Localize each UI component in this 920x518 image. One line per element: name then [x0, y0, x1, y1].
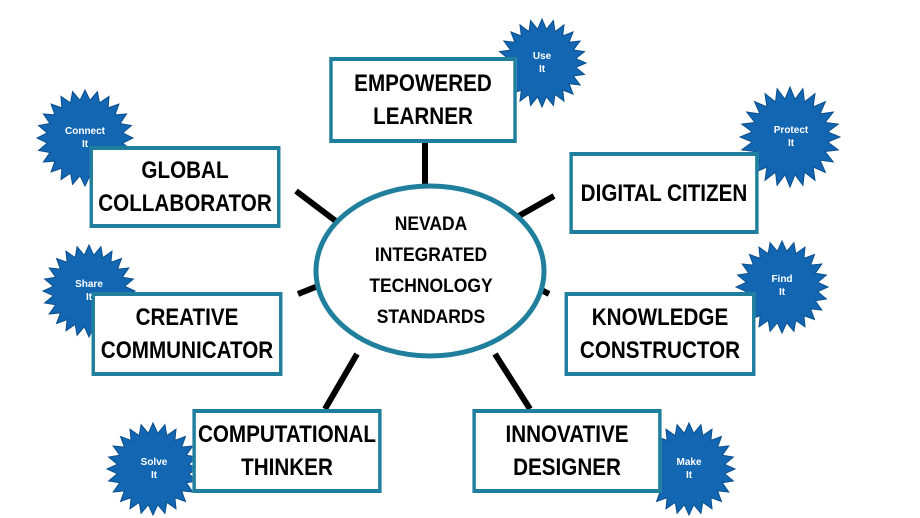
computational-thinker-box: COMPUTATIONAL THINKER [192, 409, 382, 493]
share-it-badge-label: Share It [75, 279, 103, 303]
center-ellipse [313, 183, 547, 359]
connect-it-badge-label: Connect It [65, 126, 105, 150]
global-collaborator-box: GLOBAL COLLABORATOR [89, 146, 281, 228]
knowledge-constructor-box: KNOWLEDGE CONSTRUCTOR [564, 292, 756, 376]
connector-lines [294, 143, 556, 411]
connector-line-creative-communicator [296, 283, 320, 297]
starburst-knowledge-constructor [734, 239, 830, 335]
starburst-empowered-learner [496, 17, 588, 109]
digital-citizen-box: DIGITAL CITIZEN [569, 152, 759, 234]
find-it-badge-label: Find It [771, 274, 793, 298]
creative-communicator-box: CREATIVE COMMUNICATOR [91, 292, 283, 376]
solve-it-badge-label: Solve It [140, 457, 168, 481]
center-title: NEVADA INTEGRATED TECHNOLOGY STANDARDS [369, 214, 493, 328]
starburst-digital-citizen [738, 85, 842, 189]
protect-it-badge-label: Protect It [773, 125, 809, 149]
connector-line-innovative-designer [492, 352, 533, 411]
make-it-badge-label: Make It [676, 457, 702, 481]
empowered-learner-box: EMPOWERED LEARNER [329, 57, 517, 143]
connector-line-computational-thinker [322, 352, 360, 411]
innovative-designer-box: INNOVATIVE DESIGNER [472, 409, 662, 493]
use-it-badge-label: Use It [532, 51, 552, 75]
